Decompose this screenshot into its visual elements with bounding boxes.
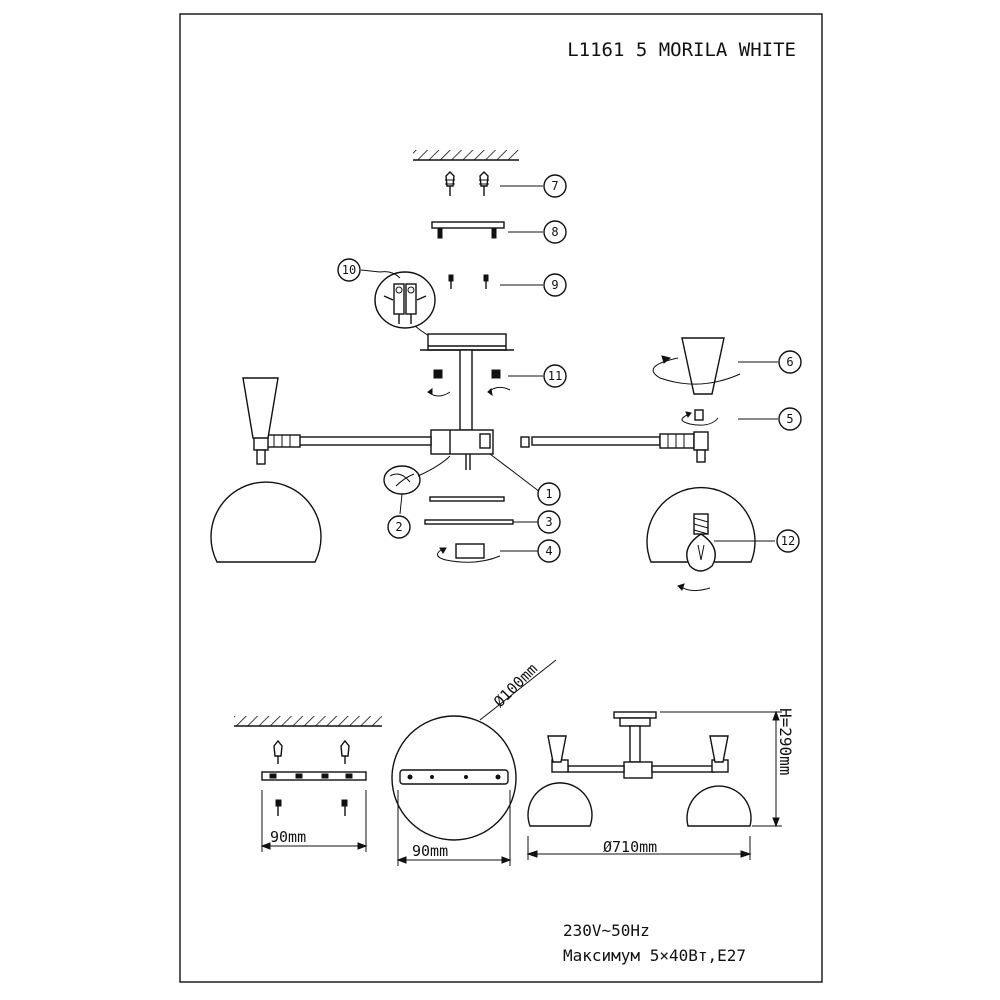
svg-text:2: 2 — [395, 520, 402, 534]
svg-text:3: 3 — [545, 515, 552, 529]
callout-8: 8 — [543, 220, 567, 244]
callout-3: 3 — [537, 510, 561, 534]
nut-icon — [433, 369, 443, 379]
callout-6: 6 — [778, 350, 802, 374]
canopy-dimension-view: Ø100mm 90mm — [391, 659, 557, 866]
socket-ring — [694, 409, 704, 421]
bulb-icon — [686, 513, 716, 572]
exploded-view — [210, 150, 778, 592]
right-arm — [520, 431, 709, 463]
callout-2: 2 — [387, 515, 411, 539]
right-globe — [686, 785, 752, 827]
canopy-width-label: 90mm — [412, 842, 448, 860]
canopy — [420, 333, 514, 351]
svg-text:1: 1 — [545, 487, 552, 501]
screw-icon — [275, 799, 282, 816]
left-arm — [253, 433, 432, 465]
part-strip-1 — [429, 496, 505, 502]
part-strip-3 — [424, 519, 514, 525]
left-globe — [527, 782, 593, 827]
callout-10: 10 — [337, 258, 361, 282]
mounting-bracket — [431, 221, 505, 239]
model-title: L1161 5 MORILA WHITE — [567, 39, 796, 61]
callout-1: 1 — [537, 482, 561, 506]
stem — [459, 349, 473, 431]
height-label: H=290mm — [776, 708, 795, 775]
wall-plug-icon — [273, 739, 283, 764]
svg-text:5: 5 — [786, 412, 793, 426]
svg-text:7: 7 — [551, 179, 558, 193]
callout-5: 5 — [778, 407, 802, 431]
bracket-dimension-view: 90mm — [234, 716, 382, 852]
svg-text:11: 11 — [548, 369, 562, 383]
wire-detail — [383, 455, 451, 495]
svg-text:6: 6 — [786, 355, 793, 369]
right-cone — [681, 337, 725, 395]
svg-text:9: 9 — [551, 278, 558, 292]
central-hub — [430, 429, 494, 470]
svg-text:10: 10 — [342, 263, 356, 277]
canopy-diameter-label: Ø100mm — [490, 660, 541, 711]
svg-text:12: 12 — [781, 534, 795, 548]
svg-text:8: 8 — [551, 225, 558, 239]
nut-icon — [491, 369, 501, 379]
screw-icon — [483, 274, 489, 289]
part-plate-4 — [455, 543, 485, 559]
callout-7: 7 — [543, 174, 567, 198]
max-power-spec: Максимум 5×40Вт,E27 — [563, 946, 746, 965]
left-cone — [242, 377, 279, 439]
ceiling-hatch — [413, 150, 519, 160]
voltage-spec: 230V~50Hz — [563, 921, 650, 940]
fixture-dimension-view: Ø710mm H=290mm — [526, 708, 795, 860]
svg-text:4: 4 — [545, 544, 552, 558]
span-diameter-label: Ø710mm — [603, 838, 657, 856]
ceiling-hatch — [234, 716, 382, 726]
callout-12: 12 — [776, 529, 800, 553]
callout-4: 4 — [537, 539, 561, 563]
terminal-block-detail — [374, 271, 443, 343]
screw-icon — [341, 799, 348, 816]
page-frame — [179, 13, 823, 983]
wall-plug-icon — [479, 171, 489, 196]
callout-11: 11 — [543, 364, 567, 388]
callouts: 7 8 9 10 6 11 5 1 2 3 4 12 — [337, 174, 802, 563]
wall-plug-icon — [445, 171, 455, 196]
left-globe — [210, 481, 322, 563]
callout-9: 9 — [543, 273, 567, 297]
wall-plug-icon — [340, 739, 350, 764]
screw-icon — [448, 274, 454, 289]
bracket-width-label: 90mm — [270, 828, 306, 846]
